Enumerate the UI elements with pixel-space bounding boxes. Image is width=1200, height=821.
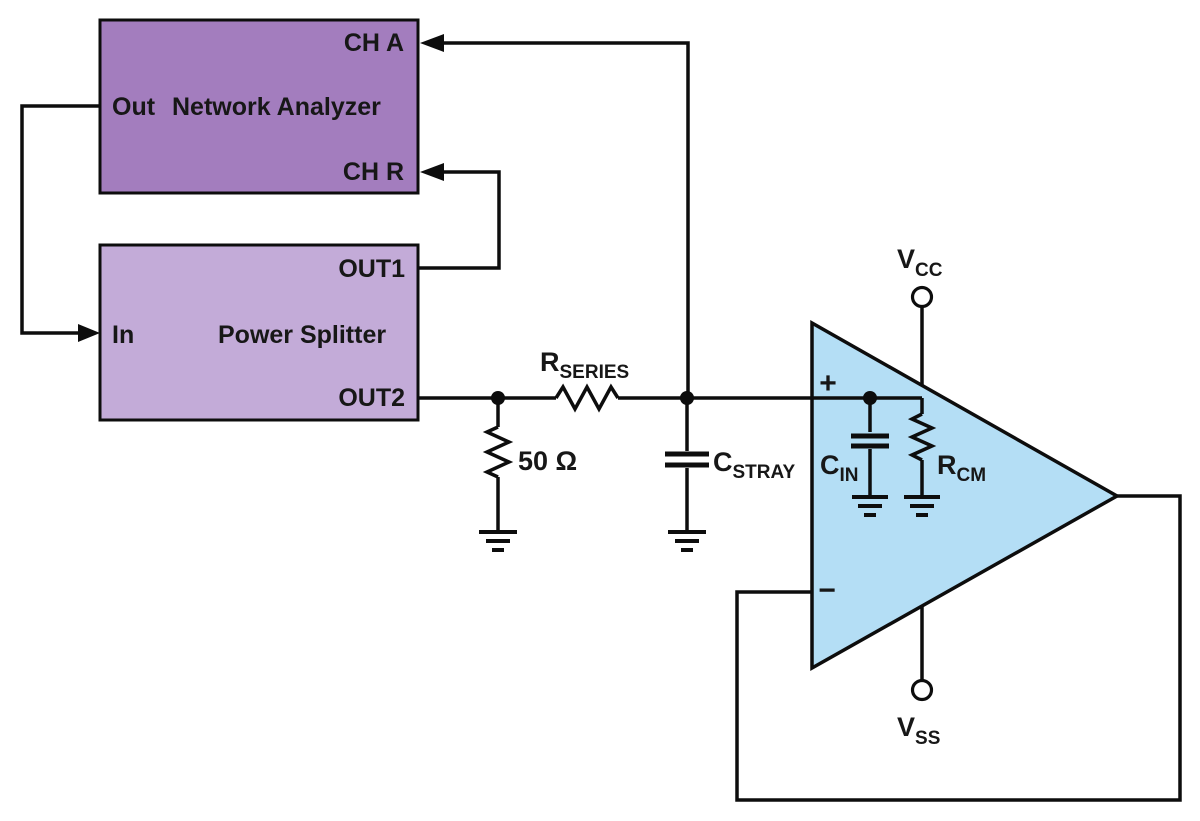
- wire-out-to-in: [20, 104, 100, 335]
- c-in-label: CIN: [820, 450, 859, 486]
- wire-node-to-cha: [442, 41, 690, 398]
- opamp-triangle: [810, 319, 1121, 671]
- vcc-label: VCC: [897, 244, 943, 281]
- opamp-common-mode-resistance: [904, 398, 940, 517]
- stray-capacitor: [665, 398, 709, 552]
- power-splitter-out1-port-label: OUT1: [338, 255, 405, 283]
- 50ohm-resistor-symbol: [482, 425, 514, 479]
- wire-feedback-loop: [735, 494, 1182, 802]
- ground-icon: [479, 530, 517, 552]
- cin-capacitor-symbol: [851, 433, 889, 449]
- opamp-plus-input-label: +: [819, 367, 837, 400]
- power-splitter-rect: [98, 243, 420, 422]
- r-termination-label: 50 Ω: [518, 446, 577, 476]
- arrowhead-cha-icon: [420, 34, 444, 52]
- wires: [20, 34, 1182, 802]
- arrowhead-chr-icon: [420, 163, 444, 181]
- cstray-capacitor-symbol: [665, 451, 709, 468]
- ground-icon: [852, 495, 888, 517]
- network-analyzer-cha-port-label: CH A: [344, 29, 404, 57]
- vss-label: VSS: [897, 712, 940, 749]
- r-series-label: RSERIES: [540, 347, 629, 383]
- vcc-terminal-icon: [910, 285, 934, 309]
- vss-terminal-icon: [910, 678, 934, 702]
- junction-dot: [863, 391, 877, 405]
- vcc-terminal: [910, 285, 934, 385]
- ground-icon: [668, 530, 706, 552]
- power-splitter-in-port-label: In: [112, 321, 134, 349]
- arrowhead-in-icon: [78, 324, 100, 342]
- network-analyzer-box: Out Network Analyzer CH A CH R: [98, 18, 420, 195]
- rcm-resistor-symbol: [907, 412, 937, 462]
- network-analyzer-chr-port-label: CH R: [343, 158, 404, 186]
- wire-out1-to-chr: [418, 170, 501, 270]
- power-splitter-out2-port-label: OUT2: [338, 384, 405, 412]
- opamp-minus-input-label: −: [818, 574, 836, 607]
- vss-terminal: [910, 606, 934, 702]
- junction-dot: [680, 391, 694, 405]
- ground-icon: [904, 495, 940, 517]
- r-series-resistor-symbol: [554, 383, 620, 413]
- c-stray-label: CSTRAY: [713, 447, 795, 483]
- power-splitter-title: Power Splitter: [218, 321, 386, 349]
- junction-dot: [491, 391, 505, 405]
- network-analyzer-title: Network Analyzer: [172, 93, 381, 121]
- r-cm-label: RCM: [937, 450, 986, 486]
- power-splitter-box: In Power Splitter OUT1 OUT2: [98, 243, 420, 422]
- termination-resistor: [479, 398, 517, 552]
- network-analyzer-out-port-label: Out: [112, 93, 156, 121]
